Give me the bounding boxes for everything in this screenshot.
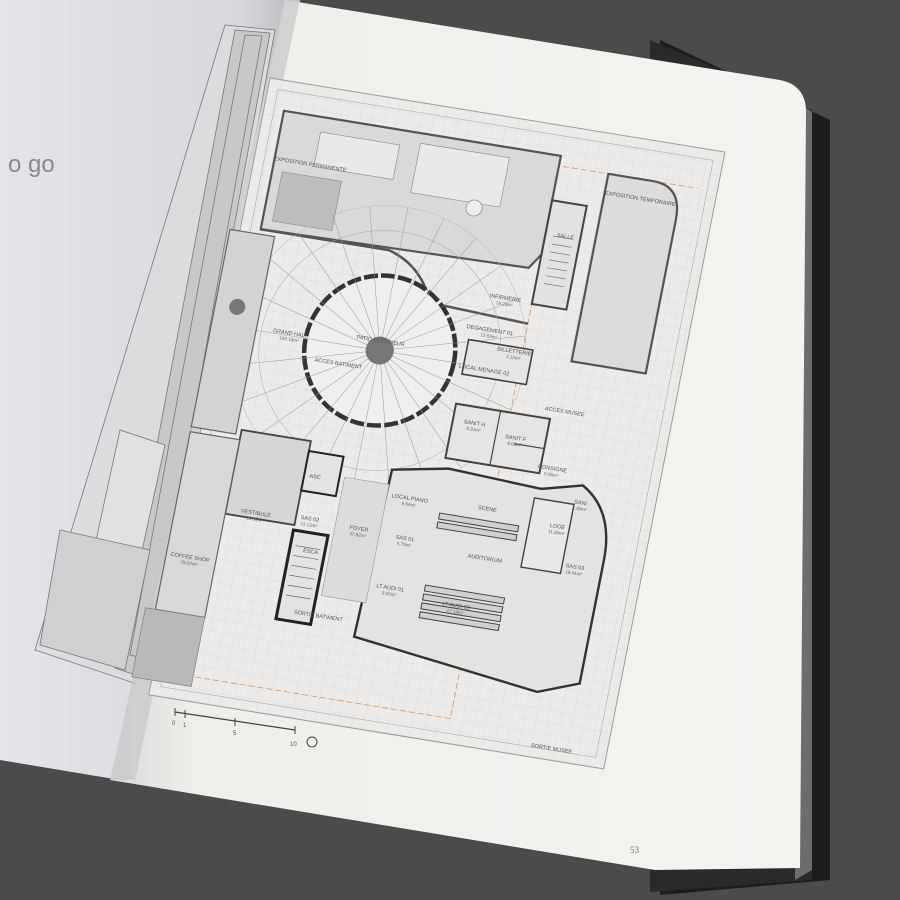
patio-spoke — [351, 350, 380, 494]
room-area: 9.64m² — [401, 501, 417, 508]
room-label: SAS 01 — [395, 535, 415, 544]
patio-spoke — [379, 350, 390, 495]
patio-spoke — [269, 258, 380, 351]
room-label: SANIT F — [505, 434, 528, 443]
room-area: 11.50m² — [548, 529, 566, 537]
room-area: 6.31m² — [466, 426, 482, 433]
room-area: 13.63m² — [480, 332, 498, 340]
auditorium-seat-row — [420, 602, 502, 623]
patio-spoke — [379, 218, 445, 351]
room-label: SAS 03 — [565, 563, 585, 572]
patio-spoke — [379, 238, 476, 351]
room-area: 4.30m² — [572, 505, 588, 512]
room-area: 19.23m² — [495, 300, 513, 308]
room-label: ASC — [309, 474, 321, 482]
patio-spoke — [379, 335, 526, 351]
auditorium-seat-row — [421, 593, 504, 614]
room-label: LOCAL PIANO — [391, 493, 429, 505]
patio-spoke — [379, 265, 502, 351]
room-label: INFIRMERIE — [489, 293, 522, 304]
room-label: AUDITORIUM — [467, 553, 503, 565]
auditorium-seat-row — [423, 584, 506, 605]
room-label: GRAND HALL — [272, 328, 308, 340]
patio-spoke — [369, 206, 380, 351]
room-area: 4.75m² — [396, 541, 412, 548]
room-area: 18.41m² — [565, 569, 583, 577]
scale-bar: 0 1 5 10 — [172, 708, 318, 748]
room-area: 5.95m² — [544, 471, 560, 478]
room-area: 9.05m² — [507, 441, 523, 448]
patio-spoke — [298, 232, 380, 351]
room-label: SAS 02 — [300, 515, 320, 524]
patio-spoke — [258, 350, 380, 436]
svg-text:0: 0 — [172, 721, 176, 727]
patio-spoke — [379, 207, 409, 351]
room-label: FOYER — [349, 525, 369, 534]
auditorium-seat-row — [437, 512, 520, 533]
room-label: SANI — [573, 499, 587, 507]
auditorium-seat-row — [436, 521, 518, 542]
room-area: 47.82m² — [349, 531, 367, 539]
room-label: SANIT H — [463, 419, 486, 428]
page-number: 53 — [630, 845, 640, 855]
room-label: LT AUDI 01 — [376, 583, 405, 593]
room-area: 2.12m² — [506, 354, 522, 361]
room-label: ESCA — [303, 548, 319, 556]
patio-spoke — [233, 350, 380, 366]
room-area: 11.12m² — [300, 521, 318, 529]
elevation-drawing — [34, 24, 276, 691]
patio-spoke — [379, 350, 428, 487]
room-label: CONSIGNE — [537, 464, 567, 475]
room-label: LOGE — [549, 523, 566, 531]
room-area: 20.85m² — [246, 515, 264, 523]
svg-text:1: 1 — [183, 723, 187, 729]
room-area: 160.15m² — [279, 335, 300, 343]
auditorium-seat-row — [418, 611, 500, 632]
svg-text:10: 10 — [290, 742, 297, 748]
patio-spoke — [379, 298, 519, 351]
room-label: VESTIBULE — [240, 508, 271, 519]
patio-spoke — [248, 290, 380, 351]
room-label: BILLETTERIE — [497, 346, 533, 358]
room-label: LT AUDI 03 — [442, 601, 471, 611]
left-page-heading: o go — [8, 151, 55, 178]
patio-spoke — [379, 350, 512, 411]
room-label: SALLE — [556, 233, 574, 242]
room-area: 17.19m² — [446, 608, 464, 616]
room-area: 79.07m² — [180, 560, 198, 568]
svg-text:5: 5 — [233, 731, 237, 737]
room-area: 9.50m² — [381, 590, 397, 597]
north-arrow-icon — [306, 736, 318, 748]
room-label: SCENE — [477, 505, 497, 514]
patio-spoke — [241, 350, 380, 403]
patio-spoke — [332, 214, 380, 351]
patio-spoke — [236, 326, 380, 351]
